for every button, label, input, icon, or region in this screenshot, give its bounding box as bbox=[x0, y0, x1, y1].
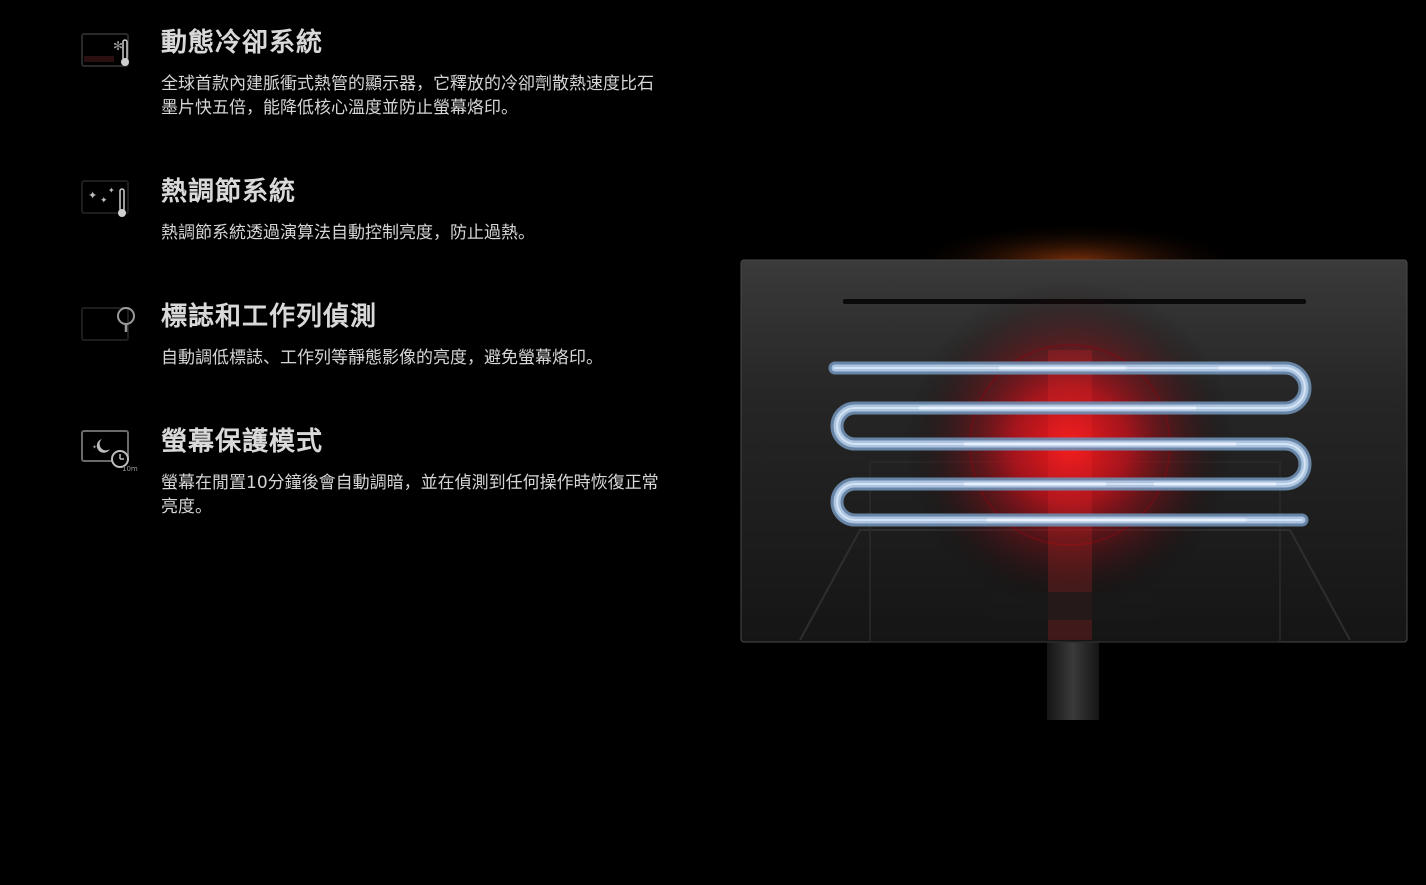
feature-description: 全球首款內建脈衝式熱管的顯示器，它釋放的冷卻劑散熱速度比石墨片快五倍，能降低核心… bbox=[161, 74, 654, 118]
feature-title: 動態冷卻系統 bbox=[161, 28, 324, 58]
screen-magnifier-icon bbox=[80, 302, 138, 348]
screen-moon-timer-icon: ✦ 10m bbox=[80, 427, 138, 473]
snowflake-thermometer-icon: ✻ bbox=[80, 28, 138, 74]
sparkle-thermometer-icon: ✦ ✦ ✦ bbox=[80, 177, 138, 223]
svg-text:✻: ✻ bbox=[113, 39, 123, 53]
feature-description: 自動調低標誌、工作列等靜態影像的亮度，避免螢幕烙印。 bbox=[161, 348, 603, 368]
feature-description: 熱調節系統透過演算法自動控制亮度，防止過熱。 bbox=[161, 223, 535, 243]
feature-title: 熱調節系統 bbox=[161, 177, 297, 207]
svg-text:✦: ✦ bbox=[108, 186, 115, 195]
svg-text:✦: ✦ bbox=[100, 196, 108, 206]
monitor-rear-heatpipe-illustration bbox=[730, 200, 1420, 730]
svg-text:✦: ✦ bbox=[88, 189, 97, 202]
feature-title: 螢幕保護模式 bbox=[161, 427, 324, 457]
svg-text:✦: ✦ bbox=[92, 444, 97, 451]
feature-title: 標誌和工作列偵測 bbox=[161, 302, 378, 332]
feature-description: 螢幕在閒置10分鐘後會自動調暗，並在偵測到任何操作時恢復正常亮度。 bbox=[161, 473, 659, 517]
timer-badge: 10m bbox=[122, 465, 138, 473]
